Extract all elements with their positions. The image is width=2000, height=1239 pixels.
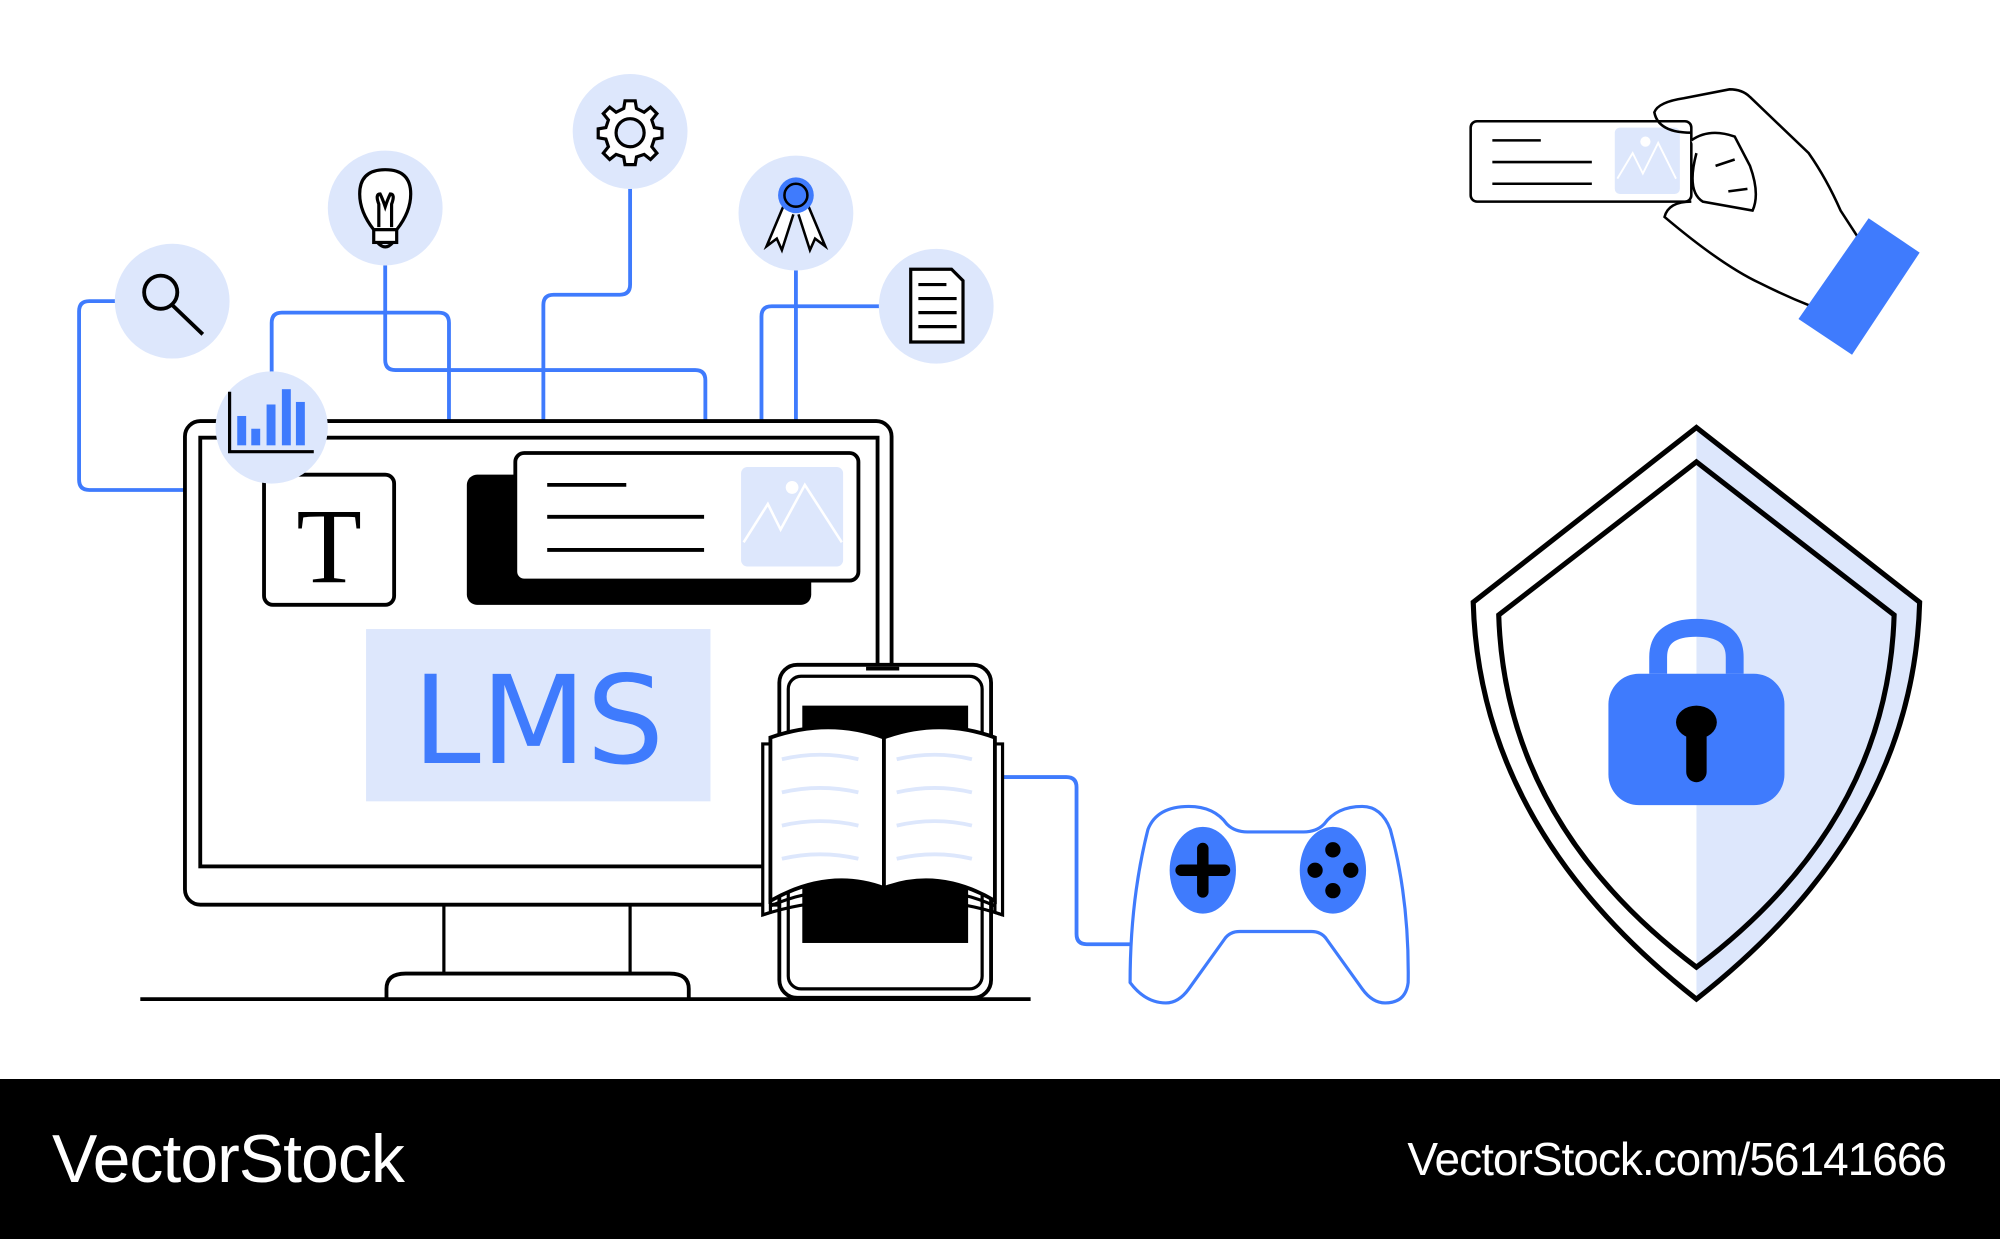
bar-chart-icon <box>227 389 314 454</box>
gear-icon <box>596 99 664 167</box>
search-icon <box>142 273 205 336</box>
award-bubble <box>738 155 854 271</box>
lightbulb-icon <box>358 168 413 249</box>
document-icon <box>909 267 965 344</box>
sleeve <box>1798 218 1920 355</box>
award-ribbon-icon <box>763 177 829 254</box>
connector-gamepad <box>1002 775 1134 947</box>
monitor-stand-neck <box>442 904 632 974</box>
connector-gear <box>541 188 633 422</box>
chart-bubble <box>215 371 328 484</box>
text-tool-glyph: T <box>296 488 361 606</box>
search-bubble <box>114 243 230 359</box>
action-buttons <box>1299 826 1367 914</box>
gear-bubble <box>572 74 688 189</box>
document-bubble <box>878 248 994 364</box>
gamepad-icon <box>1128 804 1410 1005</box>
brand-logo: VectorStock <box>52 1121 405 1197</box>
lms-label-box <box>366 629 711 802</box>
lms-label: LMS <box>412 649 664 792</box>
lightbulb-bubble <box>327 150 443 266</box>
connector-lines <box>77 188 1134 947</box>
shield-icon <box>1470 424 1923 1003</box>
padlock-icon <box>1608 618 1785 806</box>
connector-bulb <box>383 265 708 422</box>
image-url: VectorStock.com/56141666 <box>1407 1133 1947 1185</box>
hand-holding-card <box>1469 88 1920 355</box>
text-tool-box <box>262 472 397 607</box>
footer-bar: VectorStock VectorStock.com/56141666 <box>0 1079 2000 1239</box>
monitor-stand-base <box>384 971 691 1000</box>
connector-document <box>759 304 881 422</box>
image-placeholder-icon <box>741 467 844 567</box>
open-book-icon <box>761 725 1005 918</box>
connector-search <box>77 299 185 492</box>
connector-chart <box>269 310 451 422</box>
